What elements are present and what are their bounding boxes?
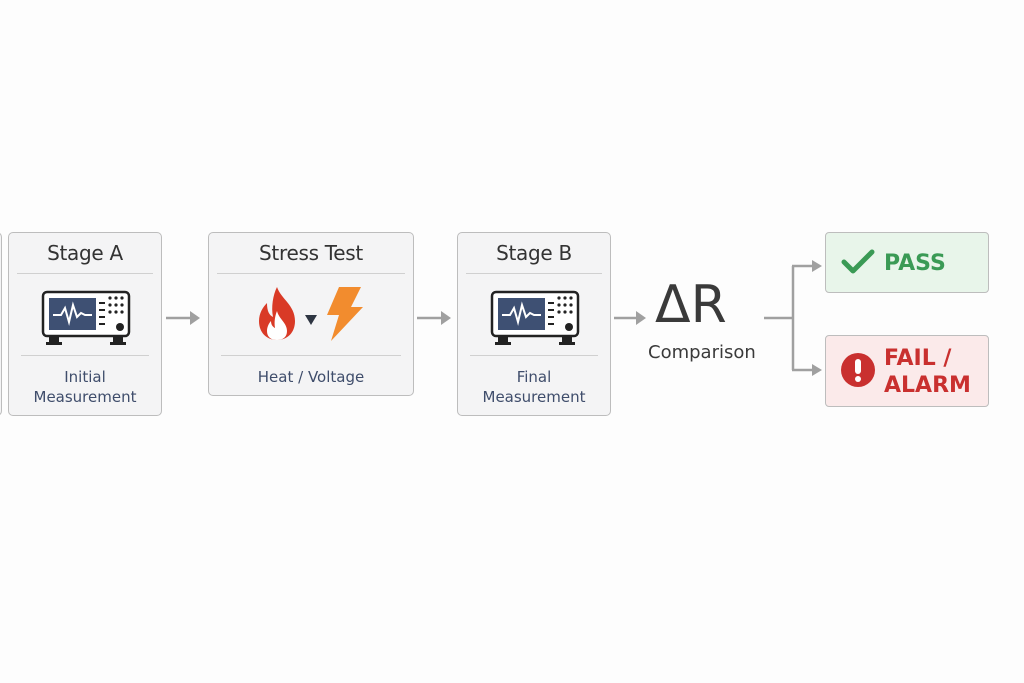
flow-arrow <box>417 311 451 325</box>
stress-test-title: Stress Test <box>259 241 363 265</box>
fail-label-line1: FAIL / <box>884 346 952 371</box>
flow-arrow <box>614 311 646 325</box>
partial-card-left-edge <box>0 232 2 416</box>
fail-alarm-outcome-box: FAIL / ALARM <box>825 335 989 407</box>
delta-r-symbol: ΔR <box>655 275 727 335</box>
exclamation-circle-icon <box>841 353 875 387</box>
stage-b-card: Stage B Final Measurement <box>457 232 611 416</box>
stress-test-caption: Heat / Voltage <box>257 368 365 386</box>
stage-a-card: Stage A Initial Measurement <box>8 232 162 416</box>
divider <box>470 355 598 356</box>
stage-b-title: Stage B <box>496 241 572 265</box>
stage-a-caption-line1: Initial <box>64 368 106 386</box>
flow-arrow <box>166 311 200 325</box>
flame-icon <box>259 287 295 340</box>
fail-label-line2: ALARM <box>884 373 971 398</box>
stage-b-caption-line1: Final <box>516 368 552 386</box>
measurement-instrument-icon <box>490 290 580 345</box>
divider <box>466 273 602 274</box>
stage-b-caption-line2: Measurement <box>482 388 586 406</box>
branch-connector <box>764 260 822 376</box>
stage-a-title: Stage A <box>47 241 123 265</box>
lightning-bolt-icon <box>327 287 363 341</box>
pass-outcome-box: PASS <box>825 232 989 293</box>
divider <box>21 355 149 356</box>
divider <box>217 273 405 274</box>
fail-label: FAIL / ALARM <box>884 345 971 399</box>
measurement-instrument-icon <box>41 290 131 345</box>
divider <box>17 273 153 274</box>
divider <box>221 355 401 356</box>
stress-test-card: Stress Test Heat / Voltage <box>208 232 414 396</box>
pass-label: PASS <box>884 251 946 276</box>
arrow-down-icon <box>305 315 317 325</box>
checkmark-icon <box>841 249 875 274</box>
stage-a-caption-line2: Measurement <box>33 388 137 406</box>
comparison-label: Comparison <box>648 342 756 363</box>
